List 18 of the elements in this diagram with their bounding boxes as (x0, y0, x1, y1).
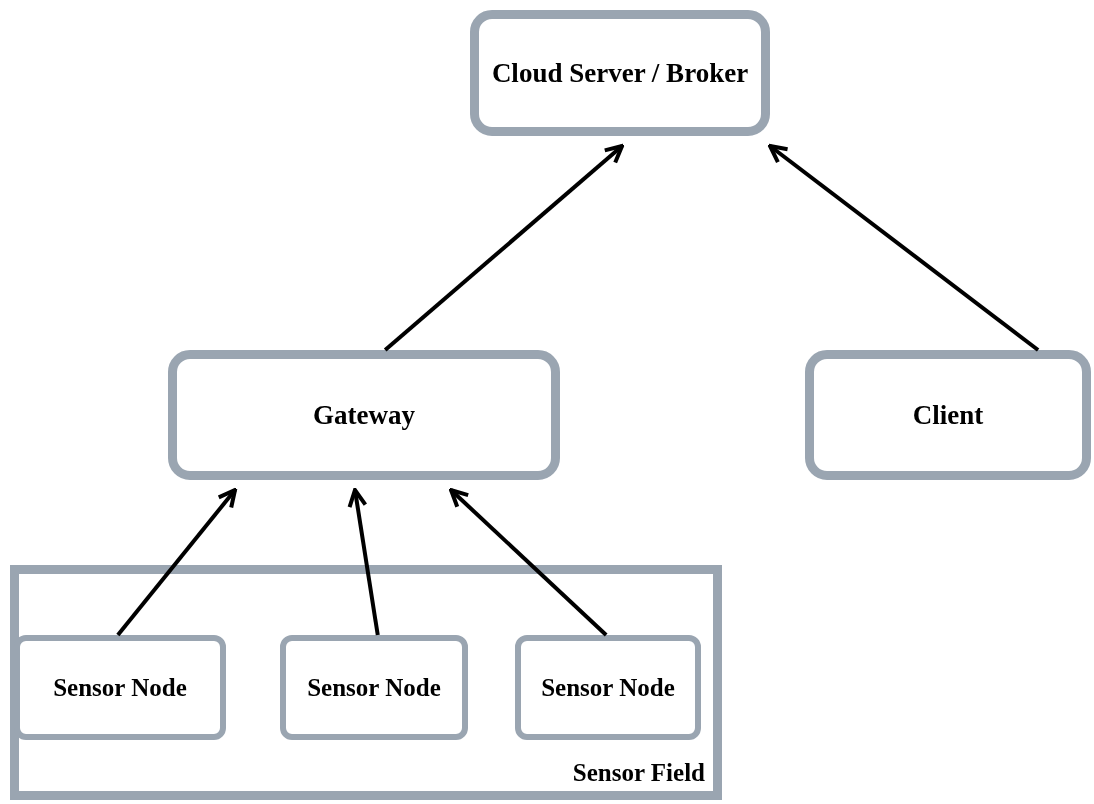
arrow (449, 488, 608, 637)
node-label: Sensor Node (307, 672, 441, 703)
node-box (515, 635, 701, 740)
arrow (768, 144, 1040, 352)
node-box (805, 350, 1091, 480)
group-label: Sensor Field (572, 757, 705, 788)
node-box (168, 350, 560, 480)
arrow (116, 488, 238, 637)
node-label: Cloud Server / Broker (491, 56, 749, 90)
node-box (470, 10, 770, 136)
node-label: Sensor Node (53, 672, 187, 703)
arrow (347, 488, 380, 636)
group-box (10, 565, 722, 800)
arrow (383, 144, 625, 352)
node-label: Gateway (313, 398, 415, 432)
node-box (280, 635, 468, 740)
node-label: Sensor Node (541, 672, 675, 703)
node-label: Client (912, 398, 984, 432)
